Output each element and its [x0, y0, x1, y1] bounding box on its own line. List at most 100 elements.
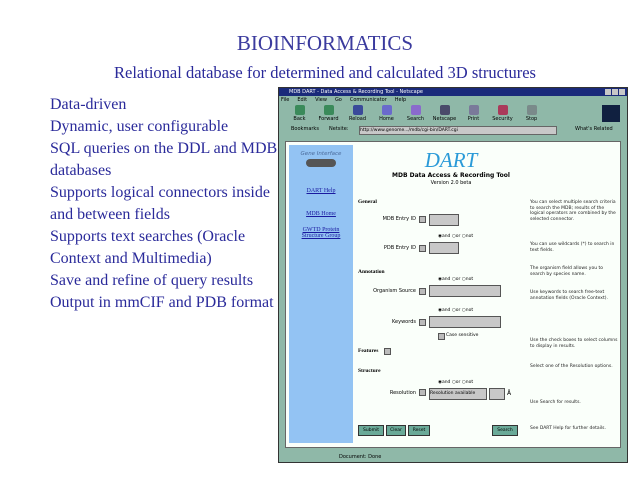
section-annotation: Annotation	[358, 269, 385, 275]
radio-group: ◉and ○or ○not	[438, 380, 474, 385]
bullet: Output in mmCIF and PDB format	[50, 294, 274, 311]
location-bar: Bookmarks Netsite: http://www.genome.../…	[285, 126, 621, 135]
link-protein-group: GWTD Protein Structure Group	[301, 227, 341, 239]
help-text: Use keywords to search free-text annotat…	[530, 290, 608, 301]
checkbox	[419, 216, 426, 223]
help-text: The organism field allows you to search …	[530, 266, 604, 277]
radio-group: ◉and ○or ○not	[438, 277, 474, 282]
help-text: Use the check boxes to select columns to…	[530, 338, 618, 349]
slide-title-block: BIOINFORMATICS	[0, 31, 640, 56]
netscape-icon	[439, 105, 450, 115]
url-input: http://www.genome.../mdb/cgi-bin/DART.cg…	[359, 126, 557, 135]
menu-item: Edit	[297, 97, 308, 103]
toolbar-button: Forward	[314, 104, 343, 122]
forward-icon	[323, 105, 334, 115]
bookmarks-label: Bookmarks	[291, 126, 319, 132]
back-icon	[294, 105, 305, 115]
checkbox	[419, 288, 426, 295]
toolbar-button: Netscape	[430, 104, 459, 122]
bullet: Save and refine of query results	[50, 272, 254, 289]
field-label: Organism Source	[373, 288, 416, 294]
status-bar: Document: Done	[279, 452, 627, 462]
maximize-icon	[612, 89, 618, 95]
toolbar-button: Search	[401, 104, 430, 122]
mdb-id-input	[429, 214, 459, 226]
netscape-logo	[602, 105, 620, 122]
toolbar-button: Security	[488, 104, 517, 122]
resolution-input	[489, 388, 505, 400]
slide-title-wrap: CS	[387, 31, 414, 55]
sidebar-brand: Gene Interface	[300, 151, 342, 157]
bullet: Data-driven	[50, 96, 127, 113]
dart-version: Version 2.0 beta	[430, 180, 472, 186]
resolution-select: Resolution available	[429, 388, 487, 400]
bullet: Supports logical connectors inside and b…	[50, 184, 270, 223]
browser-screenshot: MDB DART - Data Access & Recording Tool …	[278, 87, 628, 463]
print-icon	[468, 105, 479, 115]
link-mdb-home: MDB Home	[306, 211, 336, 217]
toolbar-button: Print	[459, 104, 488, 122]
field-label: Resolution	[389, 390, 416, 396]
help-text: You can select multiple search criteria …	[530, 200, 616, 222]
menu-item: Help	[394, 97, 407, 103]
bullet: SQL queries on the DDL and MDB databases	[50, 140, 278, 179]
organism-input	[429, 285, 501, 297]
reset-button: Reset	[408, 425, 430, 436]
checkbox	[384, 348, 391, 355]
toolbar-button: Stop	[517, 104, 546, 122]
clear-button: Clear	[386, 425, 406, 436]
pdb-id-input	[429, 242, 459, 254]
checkbox	[419, 319, 426, 326]
field-label: Keywords	[392, 319, 416, 325]
window-controls	[604, 89, 625, 97]
search-button: Search	[492, 425, 518, 436]
status-text: Document: Done	[339, 454, 382, 460]
checkbox	[419, 389, 426, 396]
angstrom-unit: Å	[507, 390, 512, 397]
submit-button: Submit	[358, 425, 384, 436]
bullet: Supports text searches (Oracle Context a…	[50, 228, 246, 267]
menu-item: View	[315, 97, 327, 103]
section-structure: Structure	[358, 368, 381, 374]
security-icon	[497, 105, 508, 115]
radio-group: ◉and ○or ○not	[438, 308, 474, 313]
close-icon	[619, 89, 625, 95]
keywords-input	[429, 316, 501, 328]
brand-logo	[306, 159, 336, 167]
help-text: See DART Help for further details.	[530, 426, 606, 431]
reload-icon	[352, 105, 363, 115]
toolbar-button: Back	[285, 104, 314, 122]
web-page: Gene Interface DART Help MDB Home GWTD P…	[285, 141, 621, 448]
field-label: MDB Entry ID	[382, 216, 416, 222]
location-label: Netsite:	[329, 126, 349, 132]
radio-group: ◉and ○or ○not	[438, 234, 474, 239]
dart-heading: DART	[424, 148, 478, 172]
slide-title: BIOINFORMATI	[236, 31, 388, 55]
stop-icon	[526, 105, 537, 115]
case-checkbox	[438, 333, 445, 340]
toolbar-button: Home	[372, 104, 401, 122]
window-title: MDB DART - Data Access & Recording Tool …	[279, 88, 627, 96]
toolbar-button: Reload	[343, 104, 372, 122]
dart-subheading: MDB Data Access & Recording Tool	[392, 172, 510, 179]
bullet-list: Data-driven Dynamic, user configurable S…	[50, 94, 280, 314]
help-text: You can use wildcards (*) to search in t…	[530, 242, 615, 253]
section-features: Features	[358, 348, 379, 354]
checkbox	[419, 245, 426, 252]
search-icon	[410, 105, 421, 115]
menu-item: Go	[334, 97, 342, 103]
bullet: Dynamic, user configurable	[50, 118, 229, 135]
link-dart-help: DART Help	[306, 188, 336, 194]
home-icon	[381, 105, 392, 115]
sidebar: Gene Interface DART Help MDB Home GWTD P…	[289, 145, 353, 443]
field-label: PDB Entry ID	[383, 245, 416, 251]
help-text: Use Search for results.	[530, 400, 581, 405]
menu-item: Communicator	[349, 97, 387, 103]
section-general: General	[358, 199, 377, 205]
case-label: Case sensitive	[446, 333, 479, 338]
whats-related: What's Related	[575, 126, 613, 132]
minimize-icon	[605, 89, 611, 95]
help-text: Select one of the Resolution options.	[530, 364, 613, 369]
